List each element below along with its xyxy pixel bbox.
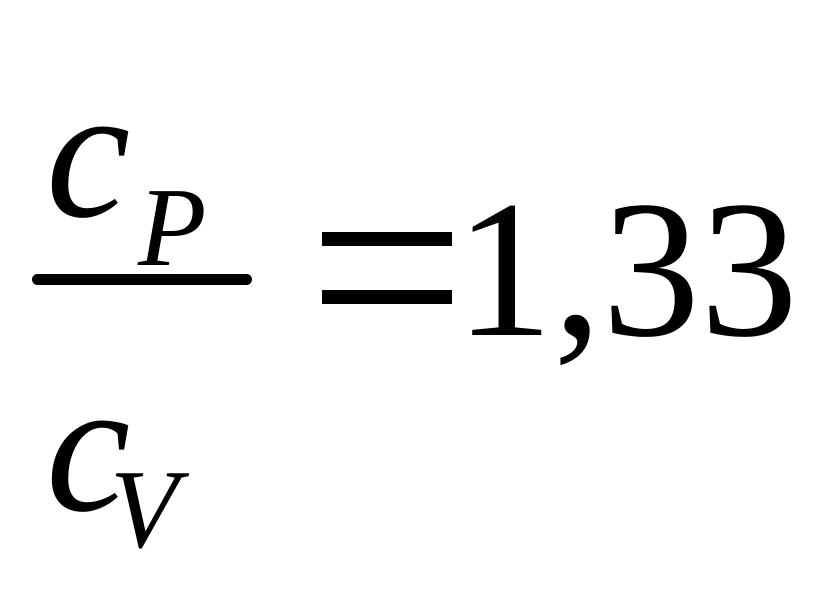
ratio-value: 1,33 <box>455 161 798 378</box>
numerator-symbol: c <box>46 48 131 258</box>
equals-bottom-bar <box>322 290 452 304</box>
denominator-symbol: c <box>46 342 131 552</box>
numerator-subscript: P <box>138 166 207 290</box>
equals-top-bar <box>322 232 452 246</box>
denominator-subscript: V <box>110 448 179 572</box>
fraction-bar <box>32 274 252 285</box>
equals-sign <box>322 232 452 304</box>
